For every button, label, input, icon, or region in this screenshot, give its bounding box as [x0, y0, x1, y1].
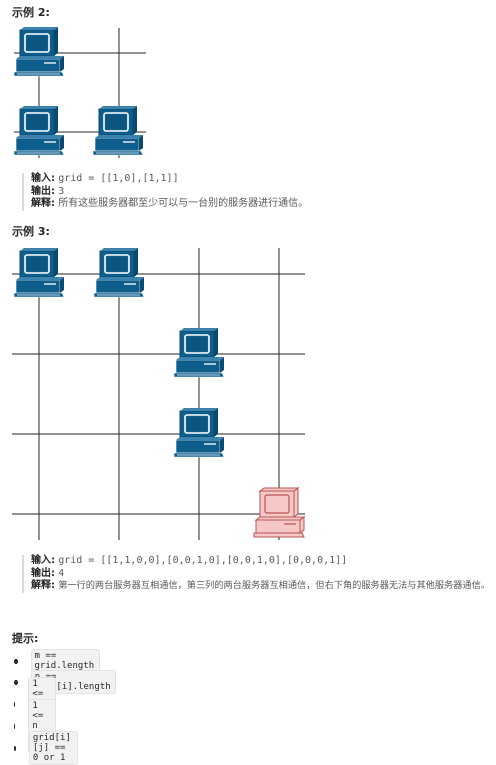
example3-output-line: 输出: 4: [31, 568, 490, 581]
computer-icon: [13, 105, 65, 156]
example3-input-line: 输入: grid = [[1,1,0,0],[0,0,1,0],[0,0,1,0…: [31, 555, 490, 568]
hint-code: grid[i][j] == 0 or 1: [28, 731, 78, 765]
example3-io-block: 输入: grid = [[1,1,0,0],[0,0,1,0],[0,0,1,0…: [22, 555, 490, 593]
explanation-value: 第一行的两台服务器互相通信，第三列的两台服务器互相通信，但右下角的服务器无法与其…: [58, 580, 490, 591]
computer-icon: [93, 247, 145, 298]
computer-icon: [173, 407, 225, 458]
output-label: 输出:: [31, 185, 55, 197]
hint-item: m == grid.length: [14, 649, 100, 673]
example2-output-line: 输出: 3: [31, 186, 308, 199]
bullet-icon: [14, 701, 16, 707]
input-value: grid = [[1,0],[1,1]]: [58, 173, 179, 184]
bullet-icon: [14, 679, 18, 685]
explanation-label: 解释:: [31, 198, 55, 209]
output-value: 3: [58, 185, 65, 197]
input-label: 输入:: [31, 173, 55, 184]
example3-explanation-line: 解释: 第一行的两台服务器互相通信，第三列的两台服务器互相通信，但右下角的服务器…: [31, 580, 490, 593]
input-label: 输入:: [31, 555, 55, 566]
bullet-icon: [14, 723, 16, 729]
example2-io-block: 输入: grid = [[1,0],[1,1]] 输出: 3 解释: 所有这些服…: [22, 173, 308, 211]
explanation-value: 所有这些服务器都至少可以与一台别的服务器进行通信。: [58, 198, 309, 209]
computer-icon-isolated: [253, 487, 305, 538]
grid-lines: [12, 248, 305, 540]
example2-grid-diagram: [13, 26, 146, 158]
bullet-icon: [14, 658, 18, 664]
example2-explanation-line: 解释: 所有这些服务器都至少可以与一台别的服务器进行通信。: [31, 198, 308, 211]
output-label: 输出:: [31, 567, 55, 579]
input-value: grid = [[1,1,0,0],[0,0,1,0],[0,0,1,0],[0…: [58, 555, 348, 566]
example3-heading: 示例 3:: [12, 225, 50, 238]
hint-code: m == grid.length: [30, 649, 100, 673]
computer-icon: [173, 327, 225, 378]
hint-item: grid[i][j] == 0 or 1: [14, 731, 78, 765]
example3-grid-diagram: [12, 247, 305, 540]
bullet-icon: [14, 745, 16, 751]
computer-icon: [92, 105, 144, 156]
computer-icon: [13, 26, 65, 77]
computer-icon: [13, 247, 65, 298]
output-value: 4: [58, 567, 65, 579]
example2-heading: 示例 2:: [12, 6, 50, 19]
example2-input-line: 输入: grid = [[1,0],[1,1]]: [31, 173, 308, 186]
explanation-label: 解释:: [31, 580, 55, 591]
hints-heading: 提示:: [12, 632, 39, 645]
